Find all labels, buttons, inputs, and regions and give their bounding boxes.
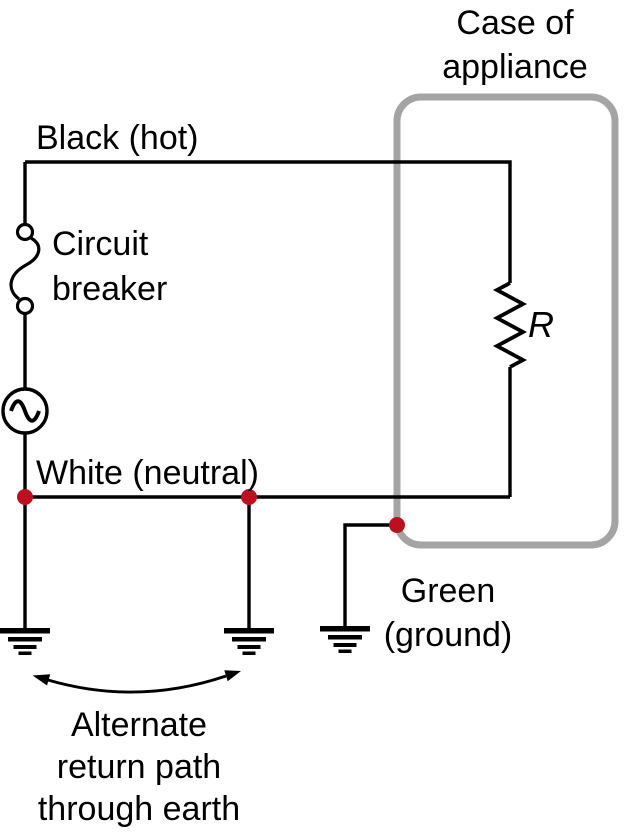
junction-dot-neutral-left xyxy=(17,489,33,505)
ground-bar-4 xyxy=(338,649,352,653)
resistor-symbol xyxy=(492,281,528,497)
circuit-breaker-label: Circuit breaker xyxy=(52,225,168,308)
breaker-contact-bottom xyxy=(15,296,35,316)
black-hot-label: Black (hot) xyxy=(36,119,199,157)
ground-bar-1 xyxy=(0,628,50,634)
hot-wire xyxy=(25,160,512,283)
alternate-return-path-label: Alternate return path through earth xyxy=(37,706,241,828)
junction-dot-case-ground xyxy=(389,517,405,533)
hot-wire-path xyxy=(25,160,512,283)
arrowhead-right-icon xyxy=(224,670,241,682)
ground-bar-3 xyxy=(333,643,357,647)
ground-bar-4 xyxy=(18,651,32,655)
breaker-s-curve xyxy=(9,236,41,301)
case-of-appliance-label: Case of appliance xyxy=(442,4,588,86)
arrowhead-left-icon xyxy=(32,674,51,686)
ground-bar-1 xyxy=(320,626,370,632)
ground-bar-2 xyxy=(232,637,266,642)
green-ground-wire xyxy=(343,523,397,626)
junction-dot-neutral-middle xyxy=(241,489,257,505)
resistor-zigzag xyxy=(492,281,528,369)
resistor-r-label: R xyxy=(528,304,554,345)
white-neutral-label: White (neutral) xyxy=(36,454,259,492)
appliance-case-rect xyxy=(393,93,619,549)
ground-bar-2 xyxy=(8,637,42,642)
ac-source-symbol xyxy=(1,387,49,435)
ground-bar-1 xyxy=(224,628,274,634)
ground-symbol-left xyxy=(0,628,50,655)
green-ground-label: Green (ground) xyxy=(383,572,513,654)
ground-bar-3 xyxy=(237,645,261,649)
ac-sine-wave xyxy=(9,399,41,423)
junction-dots xyxy=(17,489,405,533)
green-ground-wire-path xyxy=(343,523,397,626)
appliance-case-outline xyxy=(393,93,619,549)
earth-return-arrow xyxy=(32,670,241,694)
ground-symbol-green xyxy=(320,626,370,653)
ground-bar-2 xyxy=(328,635,362,640)
breaker-contact-top xyxy=(15,222,35,242)
ground-bar-3 xyxy=(13,645,37,649)
ground-bar-4 xyxy=(242,651,256,655)
ground-symbol-middle xyxy=(224,628,274,655)
circuit-breaker-symbol xyxy=(9,222,41,316)
earth-return-arrow-curve xyxy=(47,674,227,694)
